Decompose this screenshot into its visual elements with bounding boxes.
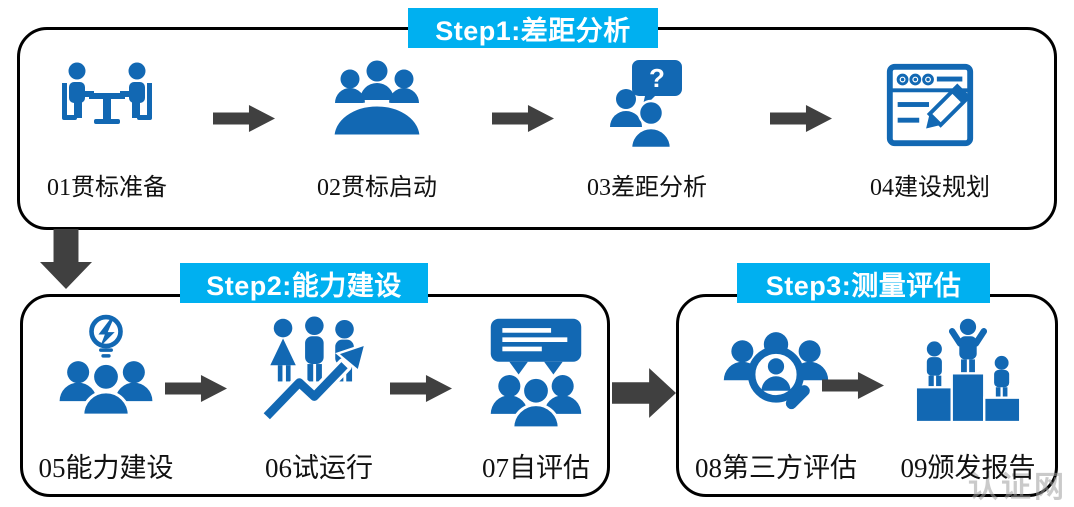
process-item-06: 06试运行 xyxy=(235,313,403,485)
idea-team-icon xyxy=(59,314,153,417)
svg-text:?: ? xyxy=(649,63,665,93)
process-item-label: 08第三方评估 xyxy=(695,453,857,483)
step3-panel xyxy=(676,294,1058,497)
process-item-label: 03差距分析 xyxy=(587,175,707,201)
meeting-table-icon xyxy=(62,62,152,124)
step3-header: Step3:测量评估 xyxy=(737,263,990,303)
process-item-label: 05能力建设 xyxy=(38,453,174,483)
feedback-team-icon xyxy=(490,318,582,429)
conference-icon xyxy=(329,60,425,140)
process-item-label: 01贯标准备 xyxy=(47,175,167,201)
plan-edit-icon xyxy=(886,63,974,147)
process-item-07: 07自评估 xyxy=(452,313,620,485)
process-item-01: 01贯标准备 xyxy=(24,56,190,202)
process-item-02: 02贯标启动 xyxy=(294,56,460,202)
process-item-label: 09颁发报告 xyxy=(900,453,1036,483)
process-item-04: 04建设规划 xyxy=(846,56,1014,202)
process-item-09: 09颁发报告 xyxy=(880,313,1056,485)
watermark: 认证网 xyxy=(968,471,1067,504)
process-item-03: ? 03差距分析 xyxy=(564,56,730,202)
audit-search-icon xyxy=(723,332,829,410)
process-item-label: 07自评估 xyxy=(482,453,590,483)
step1-header: Step1:差距分析 xyxy=(408,8,658,48)
flow-big-arrow-icon xyxy=(612,368,676,418)
process-item-label: 04建设规划 xyxy=(870,175,990,201)
podium-winners-icon xyxy=(914,318,1022,424)
question-discussion-icon: ? xyxy=(610,60,682,150)
step2-header: Step2:能力建设 xyxy=(180,263,428,303)
process-item-label: 06试运行 xyxy=(265,453,373,483)
process-item-05: 05能力建设 xyxy=(22,313,190,485)
process-item-08: 08第三方评估 xyxy=(686,313,866,485)
process-item-label: 02贯标启动 xyxy=(317,175,437,201)
flow-down-arrow-icon xyxy=(40,229,92,289)
growth-team-icon xyxy=(261,316,368,424)
